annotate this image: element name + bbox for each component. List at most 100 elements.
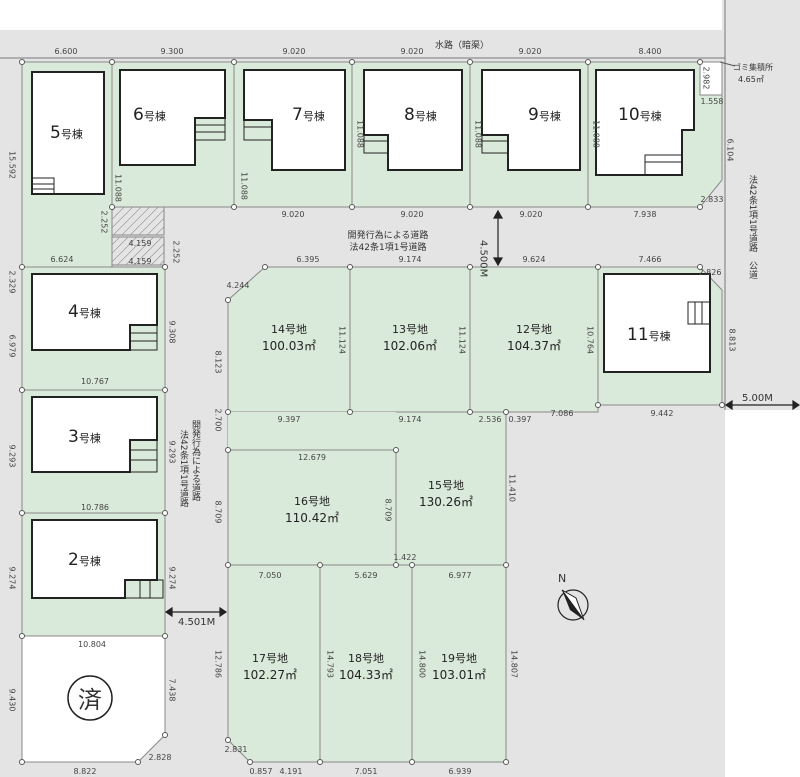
dim-3: 9.020 [283,47,306,56]
building-label-11: 11号棟 [627,325,671,345]
dim-46: 8.123 [214,351,223,374]
dim-50: 8.813 [728,329,737,352]
building-label-4: 4号棟 [68,302,101,322]
road-width-2: 5.00M [742,393,773,404]
dim-59: 8.709 [214,501,223,524]
dim-54: 0.397 [509,415,532,424]
lot-label-12: 12号地 [516,323,552,336]
dim-6: 8.400 [639,47,662,56]
lot-area-14: 100.03㎡ [262,339,316,353]
dim-56: 9.442 [651,409,674,418]
dim-20: 11.088 [592,120,601,148]
dim-40: 4.244 [227,281,250,290]
building-label-9: 9号棟 [528,105,561,125]
dim-13: 2.982 [702,67,711,90]
road-width-1: 4.500M [478,240,489,277]
lot-19 [411,564,507,763]
sold-mark: 済 [78,686,102,714]
side-road-label: 法42条1項1号道路 公道 [747,174,758,280]
lot-area-12: 104.37㎡ [507,339,561,353]
dim-25: 2.252 [172,241,181,264]
road-width-3: 4.501M [178,617,215,628]
lot-label-19: 19号地 [441,652,477,665]
dim-61: 11.410 [508,474,517,502]
lot-label-17: 17号地 [252,652,288,665]
dim-2: 9.300 [161,47,184,56]
dim-67: 14.793 [326,650,335,678]
hatched-road-1 [111,206,165,236]
dim-47: 11.124 [338,326,347,354]
dim-10: 7.938 [634,210,657,219]
dim-57: 2.700 [214,409,223,432]
dim-70: 2.831 [225,745,248,754]
dim-5: 9.020 [519,47,542,56]
lot-18 [319,564,413,763]
dim-35: 10.804 [78,640,106,649]
building-label-8: 8号棟 [404,105,437,125]
dim-66: 12.786 [214,650,223,678]
dim-16: 11.088 [114,174,123,202]
dim-8: 9.020 [401,210,424,219]
dim-37: 7.438 [168,679,177,702]
dim-48: 11.124 [458,326,467,354]
dim-9: 9.020 [520,210,543,219]
dim-71: 0.857 [250,767,273,776]
garbage-label: ゴミ集積所 [733,62,773,72]
dim-68: 14.800 [418,650,427,678]
lot-label-15: 15号地 [428,479,464,492]
dim-52: 9.174 [399,415,422,424]
dim-33: 9.274 [8,567,17,590]
dim-18: 11.088 [356,120,365,148]
dim-43: 9.624 [523,255,546,264]
dim-39: 8.822 [74,767,97,776]
dim-32: 10.786 [81,503,109,512]
lot-label-13: 13号地 [392,323,428,336]
dim-23: 4.159 [129,239,152,248]
canal [0,30,725,58]
dim-29: 10.767 [81,377,109,386]
building-5 [31,71,105,195]
dim-17: 11.088 [240,172,249,200]
dim-62: 1.422 [394,553,417,562]
building-label-5: 5号棟 [50,123,83,143]
lot-area-16: 110.42㎡ [285,511,339,525]
building-label-7: 7号棟 [292,105,325,125]
dim-19: 11.088 [474,120,483,148]
garbage-area [699,61,723,96]
dim-69: 14.807 [510,650,519,678]
dim-51: 9.397 [278,415,301,424]
lot-17 [227,564,321,763]
dim-38: 2.828 [149,753,172,762]
lot-16 [227,449,397,566]
inner-road-label-2: 法42条1項1号道路 [350,241,427,253]
top-margin [0,0,800,30]
lot-13 [349,266,471,413]
dim-49: 10.764 [586,326,595,354]
inner-road-left-label-2: 法42条1項1号道路 [178,429,189,508]
dim-60: 8.709 [384,499,393,522]
lot-area-13: 102.06㎡ [383,339,437,353]
dim-34: 9.274 [168,567,177,590]
dim-1: 6.600 [55,47,78,56]
dim-36: 9.430 [8,689,17,712]
building-11 [603,273,711,373]
dim-72: 4.191 [280,767,303,776]
dim-63: 7.050 [259,571,282,580]
lot-area-19: 103.01㎡ [432,668,486,682]
dim-45: 2.826 [699,268,722,277]
dim-26: 2.329 [8,271,17,294]
hatched-road-2 [111,236,165,266]
lot-label-14: 14号地 [271,323,307,336]
dim-24: 4.159 [129,257,152,266]
inner-road-left-label-1: 開発行為による道路 [190,420,201,502]
dim-11: 2.833 [701,195,724,204]
building-label-2: 2号棟 [68,550,101,570]
lot-12 [469,266,599,413]
dim-30: 9.293 [8,445,17,468]
dim-31: 9.293 [168,441,177,464]
dim-44: 7.466 [639,255,662,264]
lot-label-18: 18号地 [348,652,384,665]
dim-15: 15.592 [8,151,17,179]
dim-28: 9.308 [168,321,177,344]
